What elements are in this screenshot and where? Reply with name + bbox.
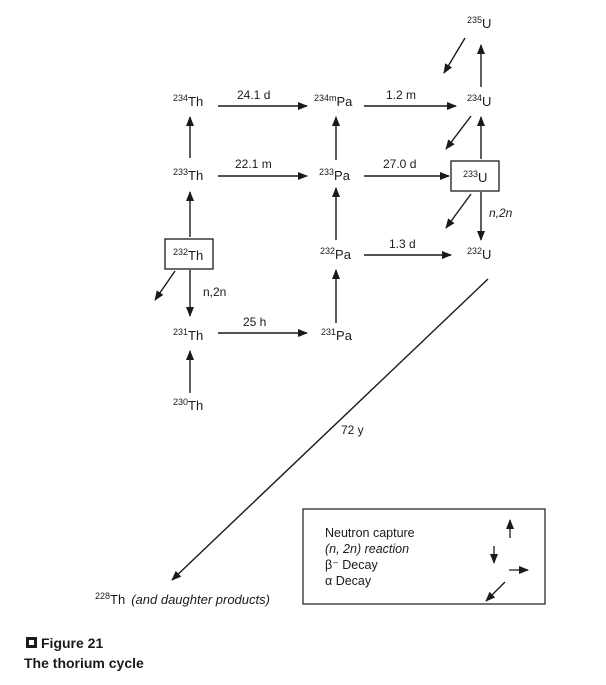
figure-label: Figure 21 (41, 635, 103, 651)
nuclide-pa232: 232Pa (320, 246, 352, 262)
label-pa233-u233: 27.0 d (383, 157, 416, 171)
label-u232-th228: 72 y (341, 423, 364, 437)
nuclide-u233: 233U (463, 169, 487, 185)
nuclide-u232: 232U (467, 246, 491, 262)
legend-beta-decay: β⁻ Decay (325, 558, 378, 572)
label-th232-n2n: n,2n (203, 285, 226, 299)
nuclide-th230: 230Th (173, 397, 203, 413)
arrow-th232-alpha (154, 270, 176, 301)
figure-caption: The thorium cycle (24, 655, 144, 671)
legend-box (302, 508, 546, 605)
nuclide-pa231: 231Pa (321, 327, 353, 343)
label-pa232-u232: 1.3 d (389, 237, 416, 251)
arrow-u234-alpha (445, 115, 472, 150)
legend-neutron-capture: Neutron capture (325, 526, 415, 540)
arrow-u233-alpha (445, 193, 472, 229)
nuclide-pa233: 233Pa (319, 167, 351, 183)
legend-diagonal-arrow-icon (485, 581, 506, 602)
nuclide-th233: 233Th (173, 167, 203, 183)
nuclide-th231: 231Th (173, 327, 203, 343)
nuclide-th228: 228Th(and daughter products) (95, 591, 270, 607)
arrow-u232-th228 (171, 278, 489, 581)
legend-alpha-decay: α Decay (325, 574, 372, 588)
nuclide-pa234m: 234mPa (314, 93, 353, 109)
label-th234-pa234m: 24.1 d (237, 88, 270, 102)
nuclide-th232-box (164, 238, 214, 270)
label-pa234m-u234: 1.2 m (386, 88, 416, 102)
label-u233-n2n: n,2n (489, 206, 513, 220)
legend-n2n-reaction: (n, 2n) reaction (325, 542, 409, 556)
nuclide-th232: 232Th (173, 247, 203, 263)
nuclide-th234: 234Th (173, 93, 203, 109)
label-th231-pa231: 25 h (243, 315, 266, 329)
nuclide-u233-box (450, 160, 500, 192)
nuclide-u235: 235U (467, 15, 491, 31)
nuclide-u234: 234U (467, 93, 491, 109)
figure-icon-inner (29, 640, 34, 645)
label-th233-pa233: 22.1 m (235, 157, 272, 171)
arrow-u235-alpha (443, 37, 466, 74)
